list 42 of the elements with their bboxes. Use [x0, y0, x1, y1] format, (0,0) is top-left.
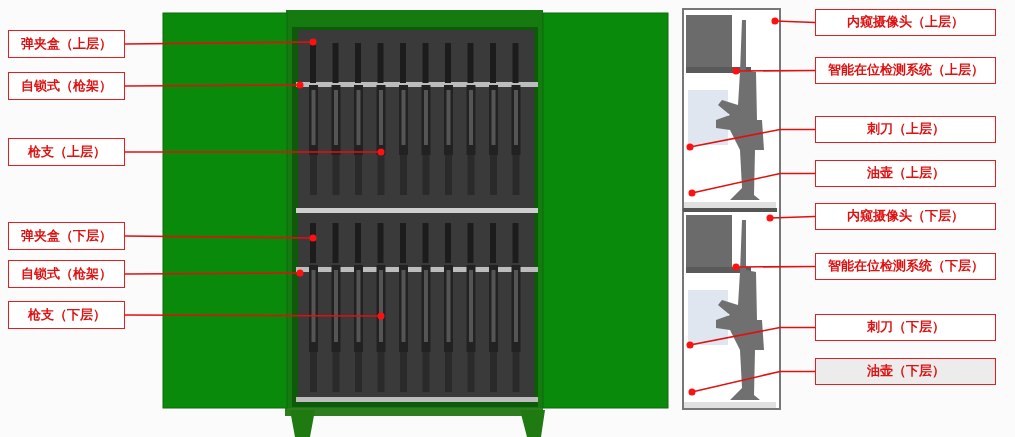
callout-label: 内窥摄像头（下层）	[847, 208, 964, 225]
callout-box	[815, 160, 996, 187]
callout-label: 油壶（下层）	[866, 363, 945, 380]
callout-box	[815, 116, 996, 143]
callout-box	[815, 358, 996, 385]
callout-label: 枪支（上层）	[27, 143, 106, 161]
callout-label: 枪支（下层）	[27, 306, 106, 324]
callout-box	[8, 301, 125, 329]
leader-line	[688, 370, 816, 396]
leader-line	[688, 172, 816, 197]
callout-box	[8, 138, 125, 166]
leader-line	[686, 128, 816, 151]
callout-label: 智能在位检测系统（上层）	[827, 62, 984, 79]
leader-line	[124, 269, 304, 277]
callout-box	[815, 203, 996, 230]
callout-box	[815, 314, 996, 341]
leader-line	[124, 312, 385, 320]
callout-box	[8, 260, 125, 288]
callout-box	[8, 30, 125, 58]
callout-label: 弹夹盒（下层）	[21, 227, 112, 245]
leader-line	[771, 17, 816, 25]
callout-box	[8, 222, 125, 250]
callout-label: 自锁式（枪架）	[21, 77, 112, 95]
leader-line	[732, 67, 816, 75]
leader-line	[124, 38, 317, 46]
callout-label: 弹夹盒（上层）	[21, 35, 112, 53]
leader-line	[766, 214, 816, 222]
leader-line	[124, 234, 317, 242]
callout-box	[815, 9, 996, 36]
leader-line	[732, 263, 816, 271]
callout-box	[815, 57, 996, 84]
callout-box	[8, 72, 125, 100]
callout-label: 自锁式（枪架）	[21, 265, 112, 283]
callout-label: 刺刀（下层）	[866, 319, 945, 336]
leader-line	[124, 81, 304, 89]
callout-label: 油壶（上层）	[866, 165, 945, 182]
leader-line	[686, 326, 816, 349]
callout-box	[815, 253, 996, 280]
callout-label: 内窥摄像头（上层）	[847, 14, 964, 31]
leader-line	[124, 148, 385, 156]
callout-label: 刺刀（上层）	[866, 121, 945, 138]
callout-label: 智能在位检测系统（下层）	[827, 258, 984, 275]
